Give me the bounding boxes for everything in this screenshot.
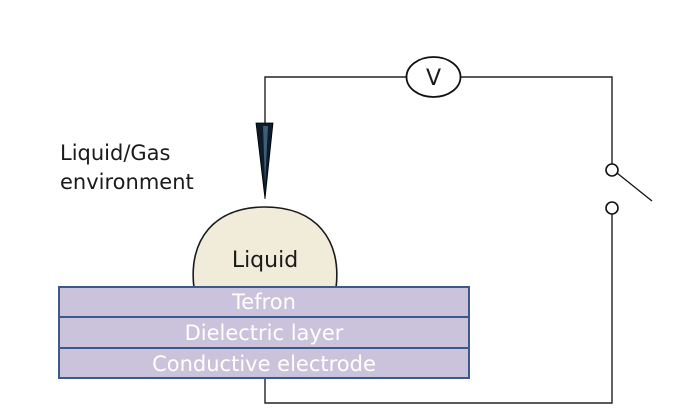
layer-stack: Tefron Dielectric layer Conductive elect… [58,286,470,379]
layer-dielectric-label: Dielectric layer [185,321,344,345]
environment-label-line2: environment [60,170,194,194]
layer-electrode-rect [58,347,470,379]
layer-electrode-label: Conductive electrode [152,352,376,376]
layer-dielectric: Dielectric layer [58,316,470,349]
needle-highlight [263,126,268,185]
voltmeter: V [405,56,462,98]
droplet-label: Liquid [232,248,298,273]
environment-label-line1: Liquid/Gas [60,141,171,165]
layer-teflon-label: Tefron [231,290,296,314]
voltmeter-label: V [426,66,441,91]
wire-bottom [264,214,613,404]
open-switch-icon [605,163,653,215]
needle-electrode-icon [255,122,274,200]
wire-left-top [264,76,406,124]
droplet-shape [192,206,338,289]
switch-terminal-top [605,163,619,177]
switch-lever [616,172,653,202]
layer-teflon: Tefron [58,286,470,318]
wire-right-top [461,76,613,164]
liquid-droplet: Liquid [192,206,338,289]
switch-terminal-bottom [605,201,619,215]
voltmeter-circle [405,56,462,98]
layer-teflon-rect [58,286,470,318]
circuit-wires [264,76,613,404]
layer-electrode: Conductive electrode [58,347,470,379]
